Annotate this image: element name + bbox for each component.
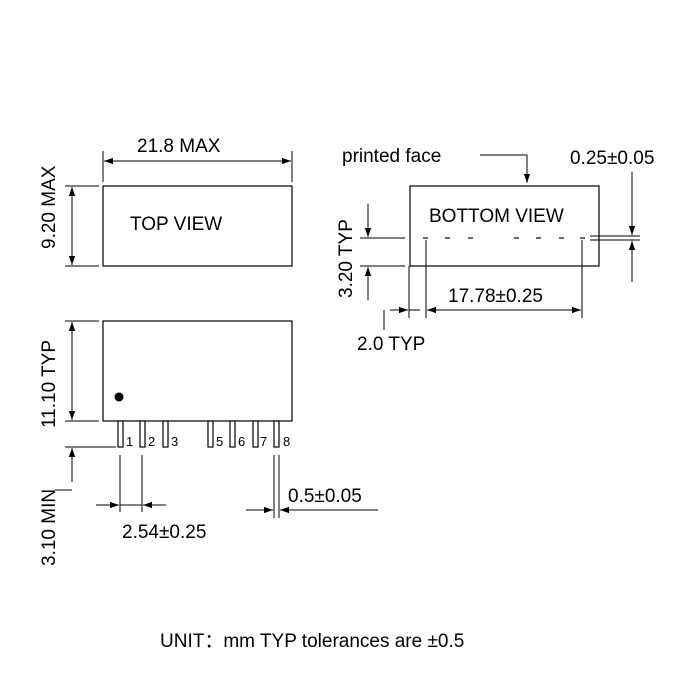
offset-label: 2.0 TYP bbox=[357, 334, 425, 355]
width-dimension-label: 21.8 MAX bbox=[137, 136, 221, 157]
pin bbox=[162, 420, 169, 448]
top-view: TOP VIEW 21.8 MAX 9.20 MAX bbox=[39, 136, 293, 267]
pin-height-label: 0.25±0.05 bbox=[570, 148, 654, 169]
bottom-view-title: BOTTOM VIEW bbox=[429, 206, 564, 227]
side-view-body bbox=[102, 320, 293, 422]
pin bbox=[117, 420, 124, 448]
pin bbox=[252, 420, 259, 448]
pin-number: 6 bbox=[238, 434, 245, 449]
pin-number: 2 bbox=[148, 434, 155, 449]
printed-face-label: printed face bbox=[342, 146, 441, 167]
pin bbox=[273, 420, 280, 448]
spacing-label: 3.20 TYP bbox=[336, 219, 357, 298]
span-label: 17.78±0.25 bbox=[448, 286, 543, 307]
body-height-label: 11.10 TYP bbox=[39, 340, 60, 428]
pin-number: 1 bbox=[126, 434, 133, 449]
pin-width-label: 0.5±0.05 bbox=[288, 486, 362, 507]
pin bbox=[207, 420, 214, 448]
pin-length-label: 3.10 MIN bbox=[39, 489, 60, 566]
unit-note: UNIT：mm TYP tolerances are ±0.5 bbox=[160, 631, 464, 652]
pin-number: 7 bbox=[260, 434, 267, 449]
bottom-view-body bbox=[409, 185, 600, 267]
pin-numbers: 1 2 3 5 6 7 8 bbox=[126, 434, 290, 449]
pin bbox=[139, 420, 146, 448]
pin-number: 5 bbox=[216, 434, 223, 449]
side-view: 1 2 3 5 6 7 8 11.10 TYP 3.10 MIN 2.54±0.… bbox=[39, 320, 378, 566]
pin-number: 8 bbox=[283, 434, 290, 449]
pin-number: 3 bbox=[171, 434, 178, 449]
pin1-indicator-dot bbox=[114, 392, 124, 402]
bottom-view: BOTTOM VIEW printed face 3.20 TYP 0.25±0… bbox=[336, 146, 654, 355]
height-dimension-label: 9.20 MAX bbox=[39, 165, 60, 249]
top-view-body bbox=[102, 185, 293, 267]
pin-pitch-label: 2.54±0.25 bbox=[122, 522, 206, 543]
top-view-title: TOP VIEW bbox=[130, 214, 222, 235]
pin bbox=[229, 420, 236, 448]
side-pins bbox=[117, 420, 280, 448]
